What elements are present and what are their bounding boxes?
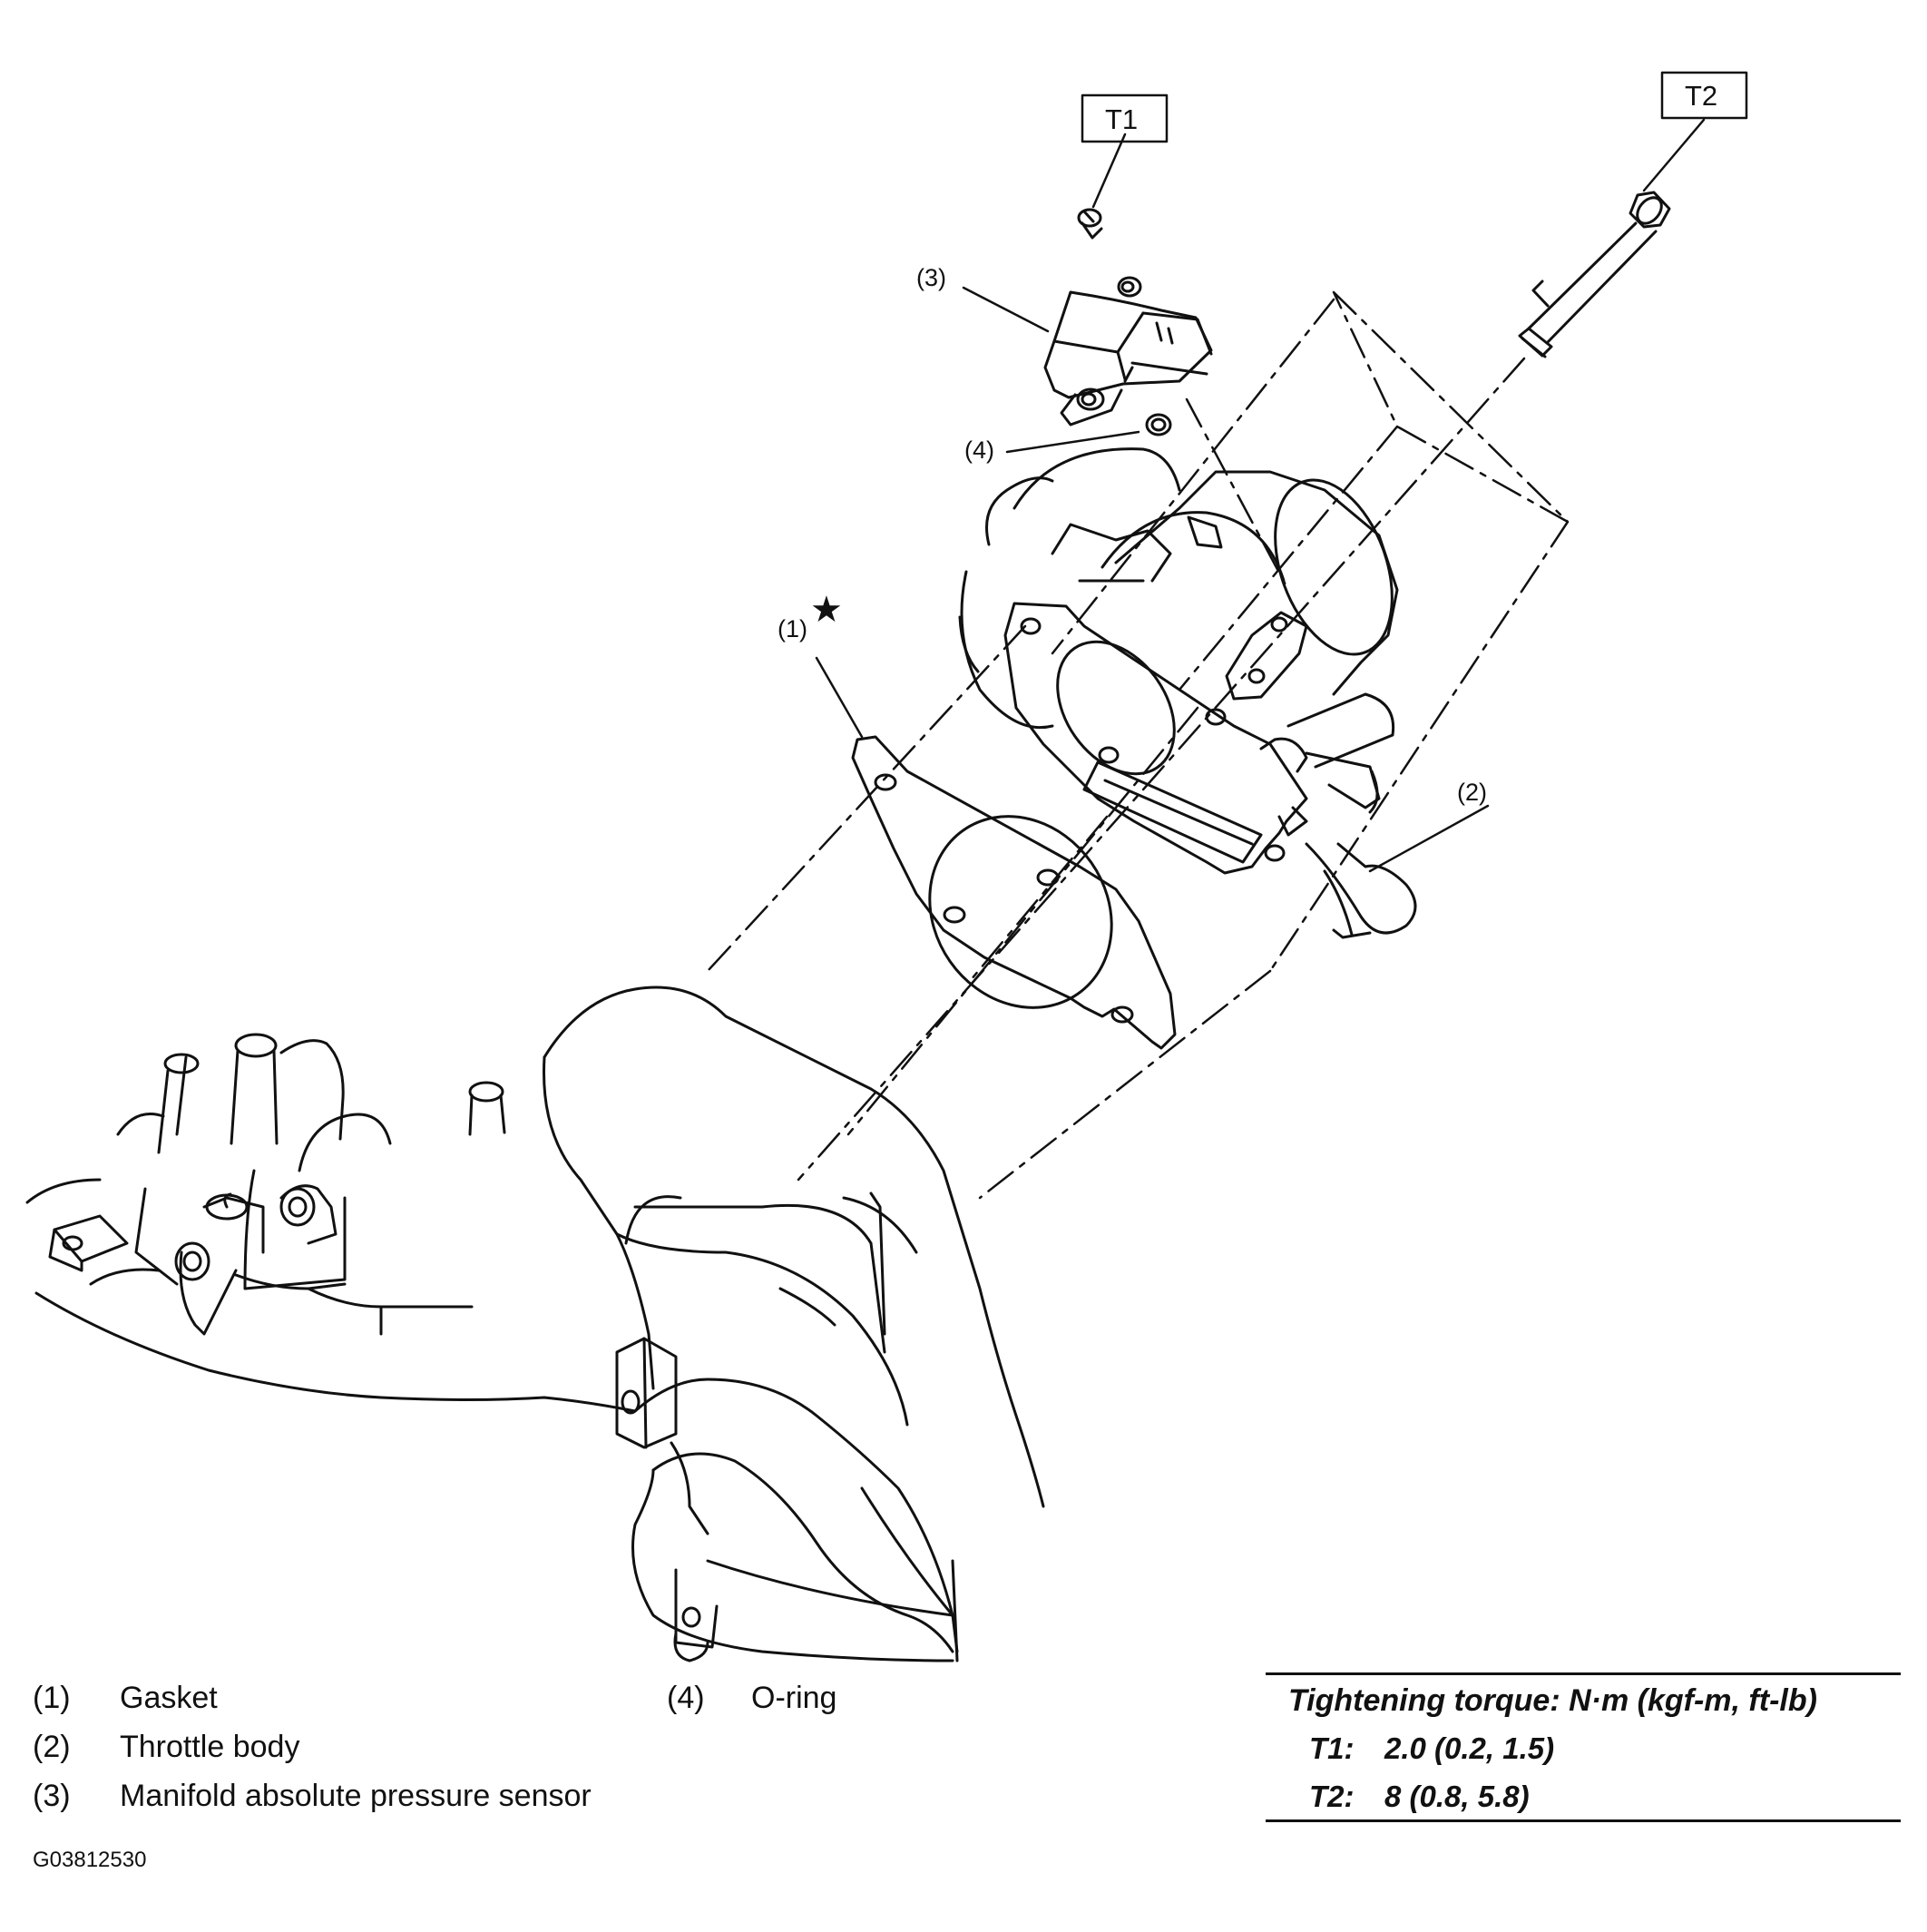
t2-bolt	[1518, 191, 1671, 358]
map-sensor	[1043, 276, 1213, 427]
legend-number: (3)	[33, 1779, 71, 1813]
t2-label: T2	[1685, 80, 1717, 112]
callout-map-sensor: (3)	[916, 264, 946, 291]
torque-title: Tightening torque: N·m (kgf-m, ft-lb)	[1288, 1683, 1817, 1718]
t1-label-box	[1081, 93, 1169, 143]
o-ring	[1145, 413, 1172, 436]
figure-code: G03812530	[33, 1848, 147, 1872]
intake-manifold	[25, 986, 1045, 1662]
legend-number: (2)	[33, 1730, 71, 1764]
callout-gasket: (1)	[778, 615, 807, 642]
torque-value: 8 (0.8, 5.8)	[1384, 1780, 1530, 1813]
leader-lines	[815, 118, 1706, 873]
legend-text: Gasket	[120, 1681, 218, 1715]
t1-label: T1	[1105, 103, 1138, 135]
torque-label: T1:	[1309, 1731, 1355, 1765]
callout-o-ring: (4)	[964, 436, 994, 464]
torque-row-t1: T1: 2.0 (0.2, 1.5)	[1309, 1731, 1554, 1766]
t1-screw	[1077, 208, 1103, 240]
legend-text: O-ring	[751, 1681, 837, 1715]
legend-number: (1)	[33, 1681, 71, 1715]
throttle-body	[958, 447, 1417, 939]
legend-text: Throttle body	[120, 1730, 300, 1764]
alignment-lines	[706, 290, 1570, 1200]
torque-row-t2: T2: 8 (0.8, 5.8)	[1309, 1780, 1530, 1814]
t2-label-box	[1660, 71, 1748, 120]
callout-throttle-body: (2)	[1457, 779, 1487, 806]
torque-label: T2:	[1309, 1780, 1355, 1813]
gasket	[851, 735, 1177, 1050]
torque-value: 2.0 (0.2, 1.5)	[1384, 1731, 1555, 1765]
star-icon: ★	[810, 589, 843, 631]
torque-rule-bottom	[1266, 1819, 1901, 1822]
legend-number: (4)	[667, 1681, 705, 1715]
torque-rule-top	[1266, 1672, 1901, 1675]
legend-text: Manifold absolute pressure sensor	[120, 1779, 592, 1813]
